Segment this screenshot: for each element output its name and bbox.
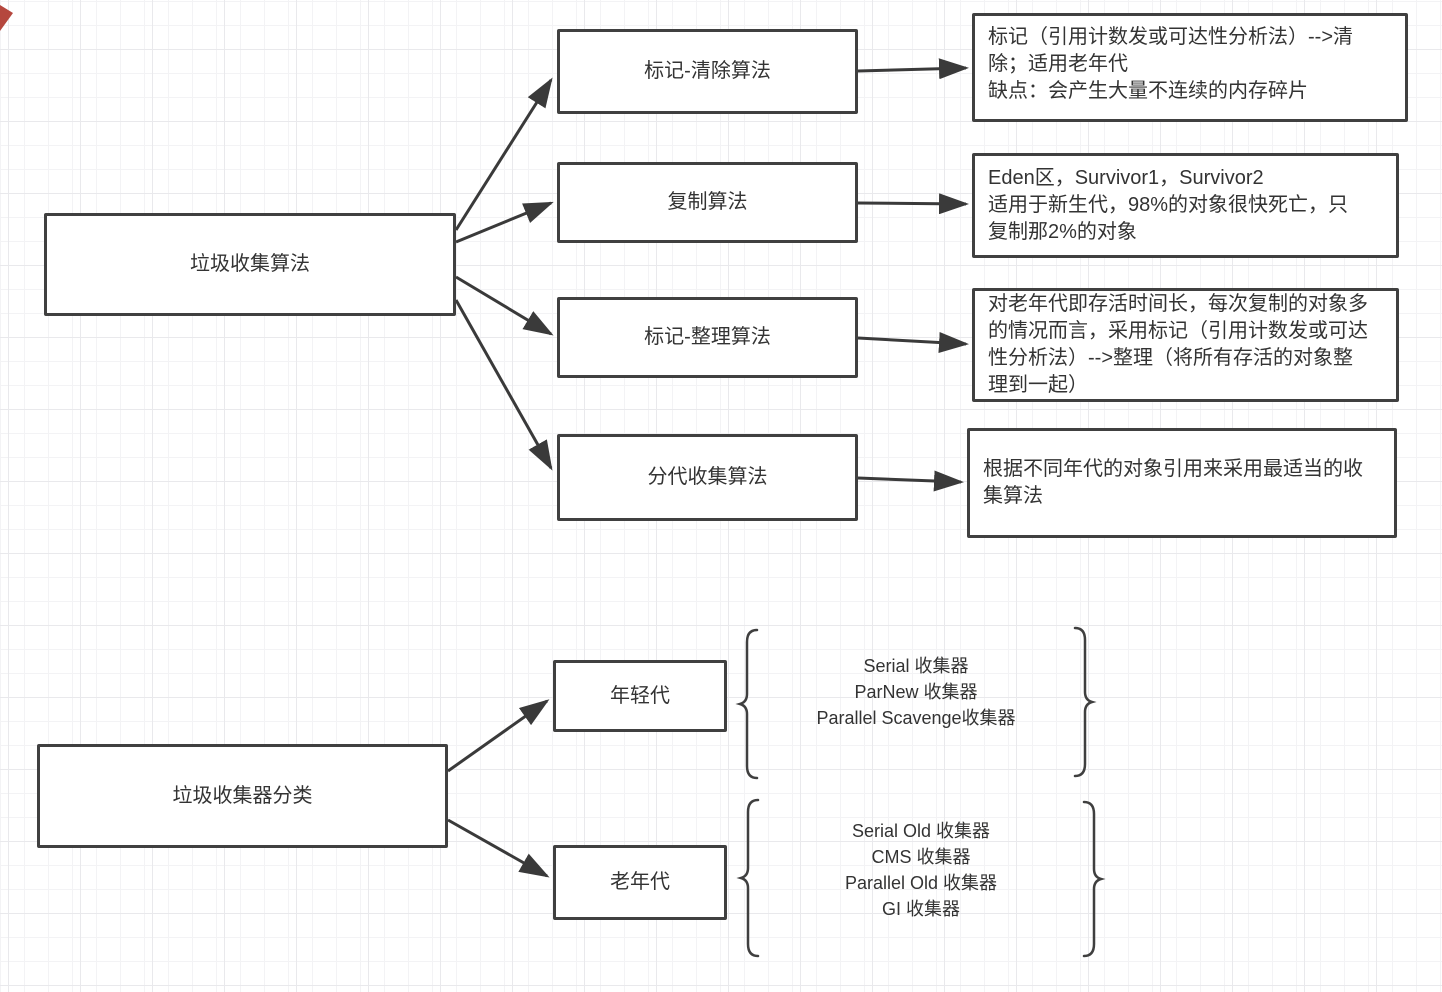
node-generational: 分代收集算法 <box>557 434 858 521</box>
node-gc-algorithms: 垃圾收集算法 <box>44 213 456 316</box>
young-collectors-list: Serial 收集器 ParNew 收集器 Parallel Scavenge收… <box>746 653 1086 731</box>
node-old-generation: 老年代 <box>553 845 727 920</box>
corner-artifact <box>0 5 13 31</box>
node-young-generation: 年轻代 <box>553 660 727 732</box>
arrow-gc-to-mark-sweep <box>454 77 553 231</box>
arrow-gc-to-copying <box>455 201 554 244</box>
list-item: GI 收集器 <box>881 899 960 919</box>
arrow-generational-to-detail <box>857 470 964 492</box>
arrow-classify-to-young <box>447 699 550 773</box>
node-collector-classification: 垃圾收集器分类 <box>37 744 448 848</box>
detail-mark-sweep: 标记（引用计数发或可达性分析法）-->清 除；适用老年代 缺点：会产生大量不连续… <box>972 13 1408 122</box>
detail-copying: Eden区，Survivor1，Survivor2 适用于新生代，98%的对象很… <box>972 153 1399 258</box>
brace-old-right <box>1082 800 1106 958</box>
arrow-classify-to-old <box>447 818 550 878</box>
list-item: Parallel Scavenge收集器 <box>816 708 1016 728</box>
arrow-gc-to-generational <box>454 299 553 471</box>
detail-generational: 根据不同年代的对象引用来采用最适当的收 集算法 <box>967 428 1397 538</box>
node-mark-compact: 标记-整理算法 <box>557 297 858 378</box>
list-item: CMS 收集器 <box>871 847 971 867</box>
node-mark-sweep: 标记-清除算法 <box>557 29 858 114</box>
list-item: Serial 收集器 <box>863 656 969 676</box>
list-item: Serial Old 收集器 <box>851 821 991 841</box>
node-copying: 复制算法 <box>557 162 858 243</box>
arrow-gc-to-mark-compact <box>455 275 554 336</box>
list-item: Parallel Old 收集器 <box>844 873 998 893</box>
brace-old-left <box>736 798 760 958</box>
detail-mark-compact: 对老年代即存活时间长，每次复制的对象多 的情况而言，采用标记（引用计数发或可达 … <box>972 288 1399 402</box>
old-collectors-list: Serial Old 收集器 CMS 收集器 Parallel Old 收集器 … <box>748 818 1094 922</box>
arrow-mark-sweep-to-detail <box>857 58 969 80</box>
arrow-copying-to-detail <box>857 193 969 215</box>
arrow-mark-compact-to-detail <box>857 332 969 353</box>
list-item: ParNew 收集器 <box>854 682 978 702</box>
brace-young-left <box>735 628 759 780</box>
brace-young-right <box>1073 626 1097 778</box>
